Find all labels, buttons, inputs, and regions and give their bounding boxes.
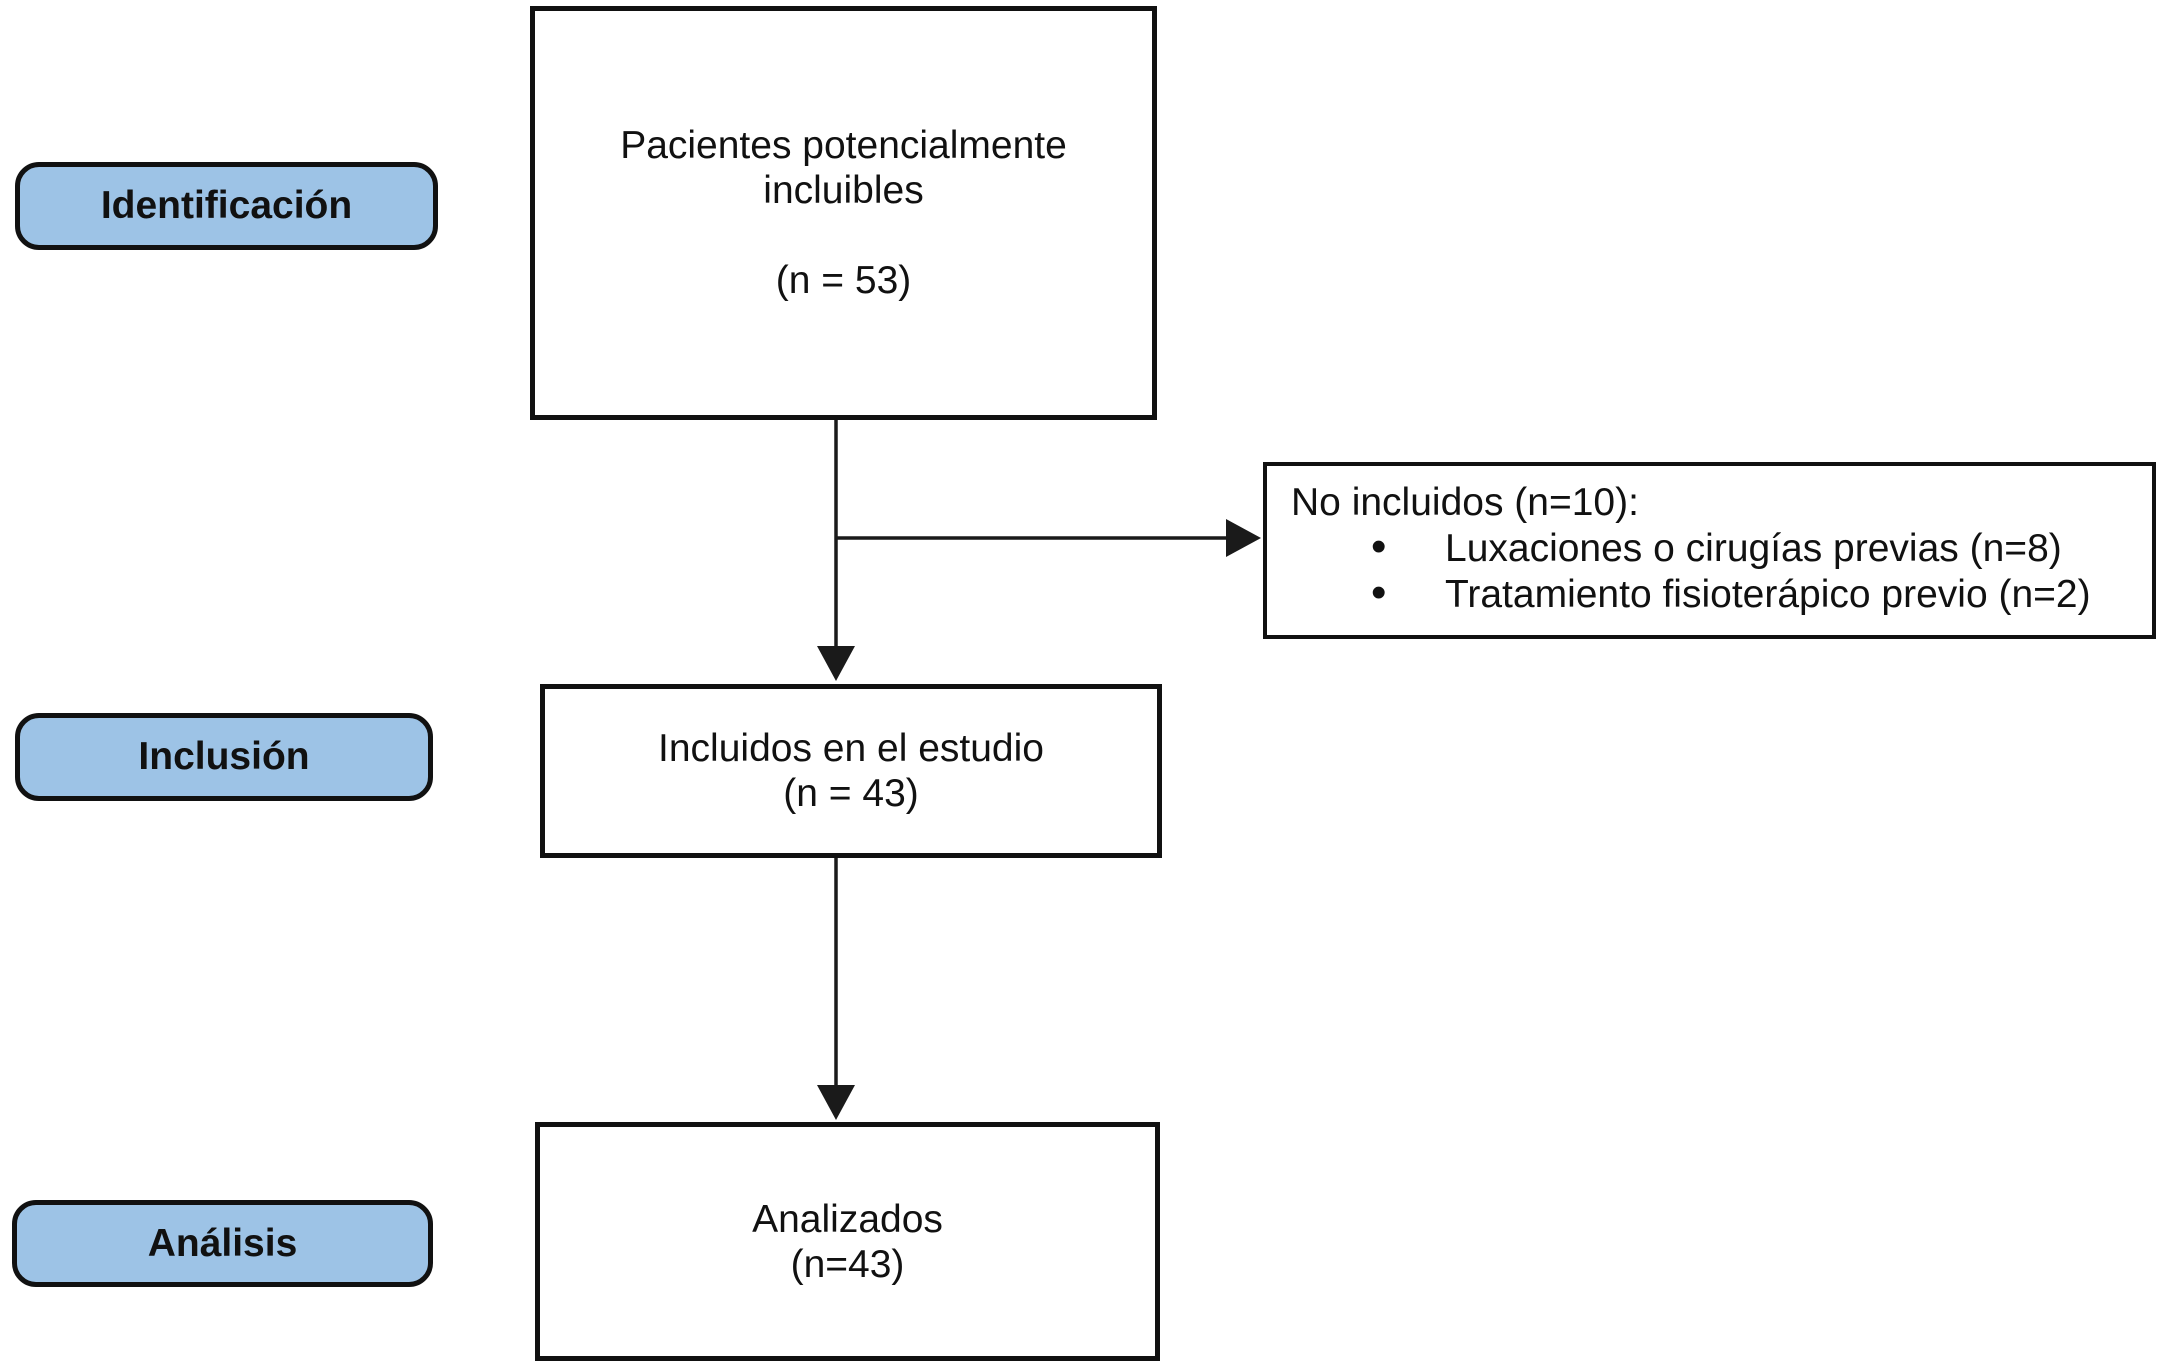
box-text-line: incluibles — [763, 169, 924, 212]
stage-label-text: Inclusión — [138, 735, 310, 778]
arrow-inclusion-to-analysis-icon — [817, 858, 855, 1120]
arrow-branch-to-excluded-icon — [836, 519, 1261, 557]
box-analyzed: Analizados (n=43) — [535, 1122, 1160, 1361]
stage-label-identificacion: Identificación — [15, 162, 438, 250]
box-not-included: No incluidos (n=10): • Luxaciones o ciru… — [1263, 462, 2156, 639]
box-text-line: Analizados — [752, 1197, 943, 1241]
box-text-line: Incluidos en el estudio — [658, 727, 1044, 770]
stage-label-analisis: Análisis — [12, 1200, 433, 1287]
box-text-line: Pacientes potencialmente — [620, 124, 1067, 167]
box-n-count: (n = 53) — [775, 259, 912, 302]
excluded-title: No incluidos (n=10): — [1291, 481, 1639, 524]
bullet-icon: • — [1371, 568, 1387, 617]
box-n-count: (n = 43) — [783, 772, 919, 815]
arrow-identification-to-inclusion-icon — [817, 420, 855, 681]
box-included-in-study: Incluidos en el estudio (n = 43) — [540, 684, 1162, 858]
box-potential-patients: Pacientes potencialmente incluibles (n =… — [530, 6, 1157, 420]
excluded-reason-text: Tratamiento fisioterápico previo (n=2) — [1445, 573, 2091, 616]
stage-label-inclusion: Inclusión — [15, 713, 433, 801]
excluded-reason-item: • Luxaciones o cirugías previas (n=8) — [1291, 522, 2142, 572]
stage-label-text: Análisis — [147, 1221, 298, 1265]
stage-label-text: Identificación — [100, 184, 353, 227]
excluded-reason-text: Luxaciones o cirugías previas (n=8) — [1445, 527, 2062, 570]
box-n-count: (n=43) — [790, 1242, 905, 1286]
excluded-reason-item: • Tratamiento fisioterápico previo (n=2) — [1291, 568, 2142, 618]
excluded-reason-list: • Luxaciones o cirugías previas (n=8) • … — [1291, 522, 2142, 618]
bullet-icon: • — [1371, 522, 1387, 571]
